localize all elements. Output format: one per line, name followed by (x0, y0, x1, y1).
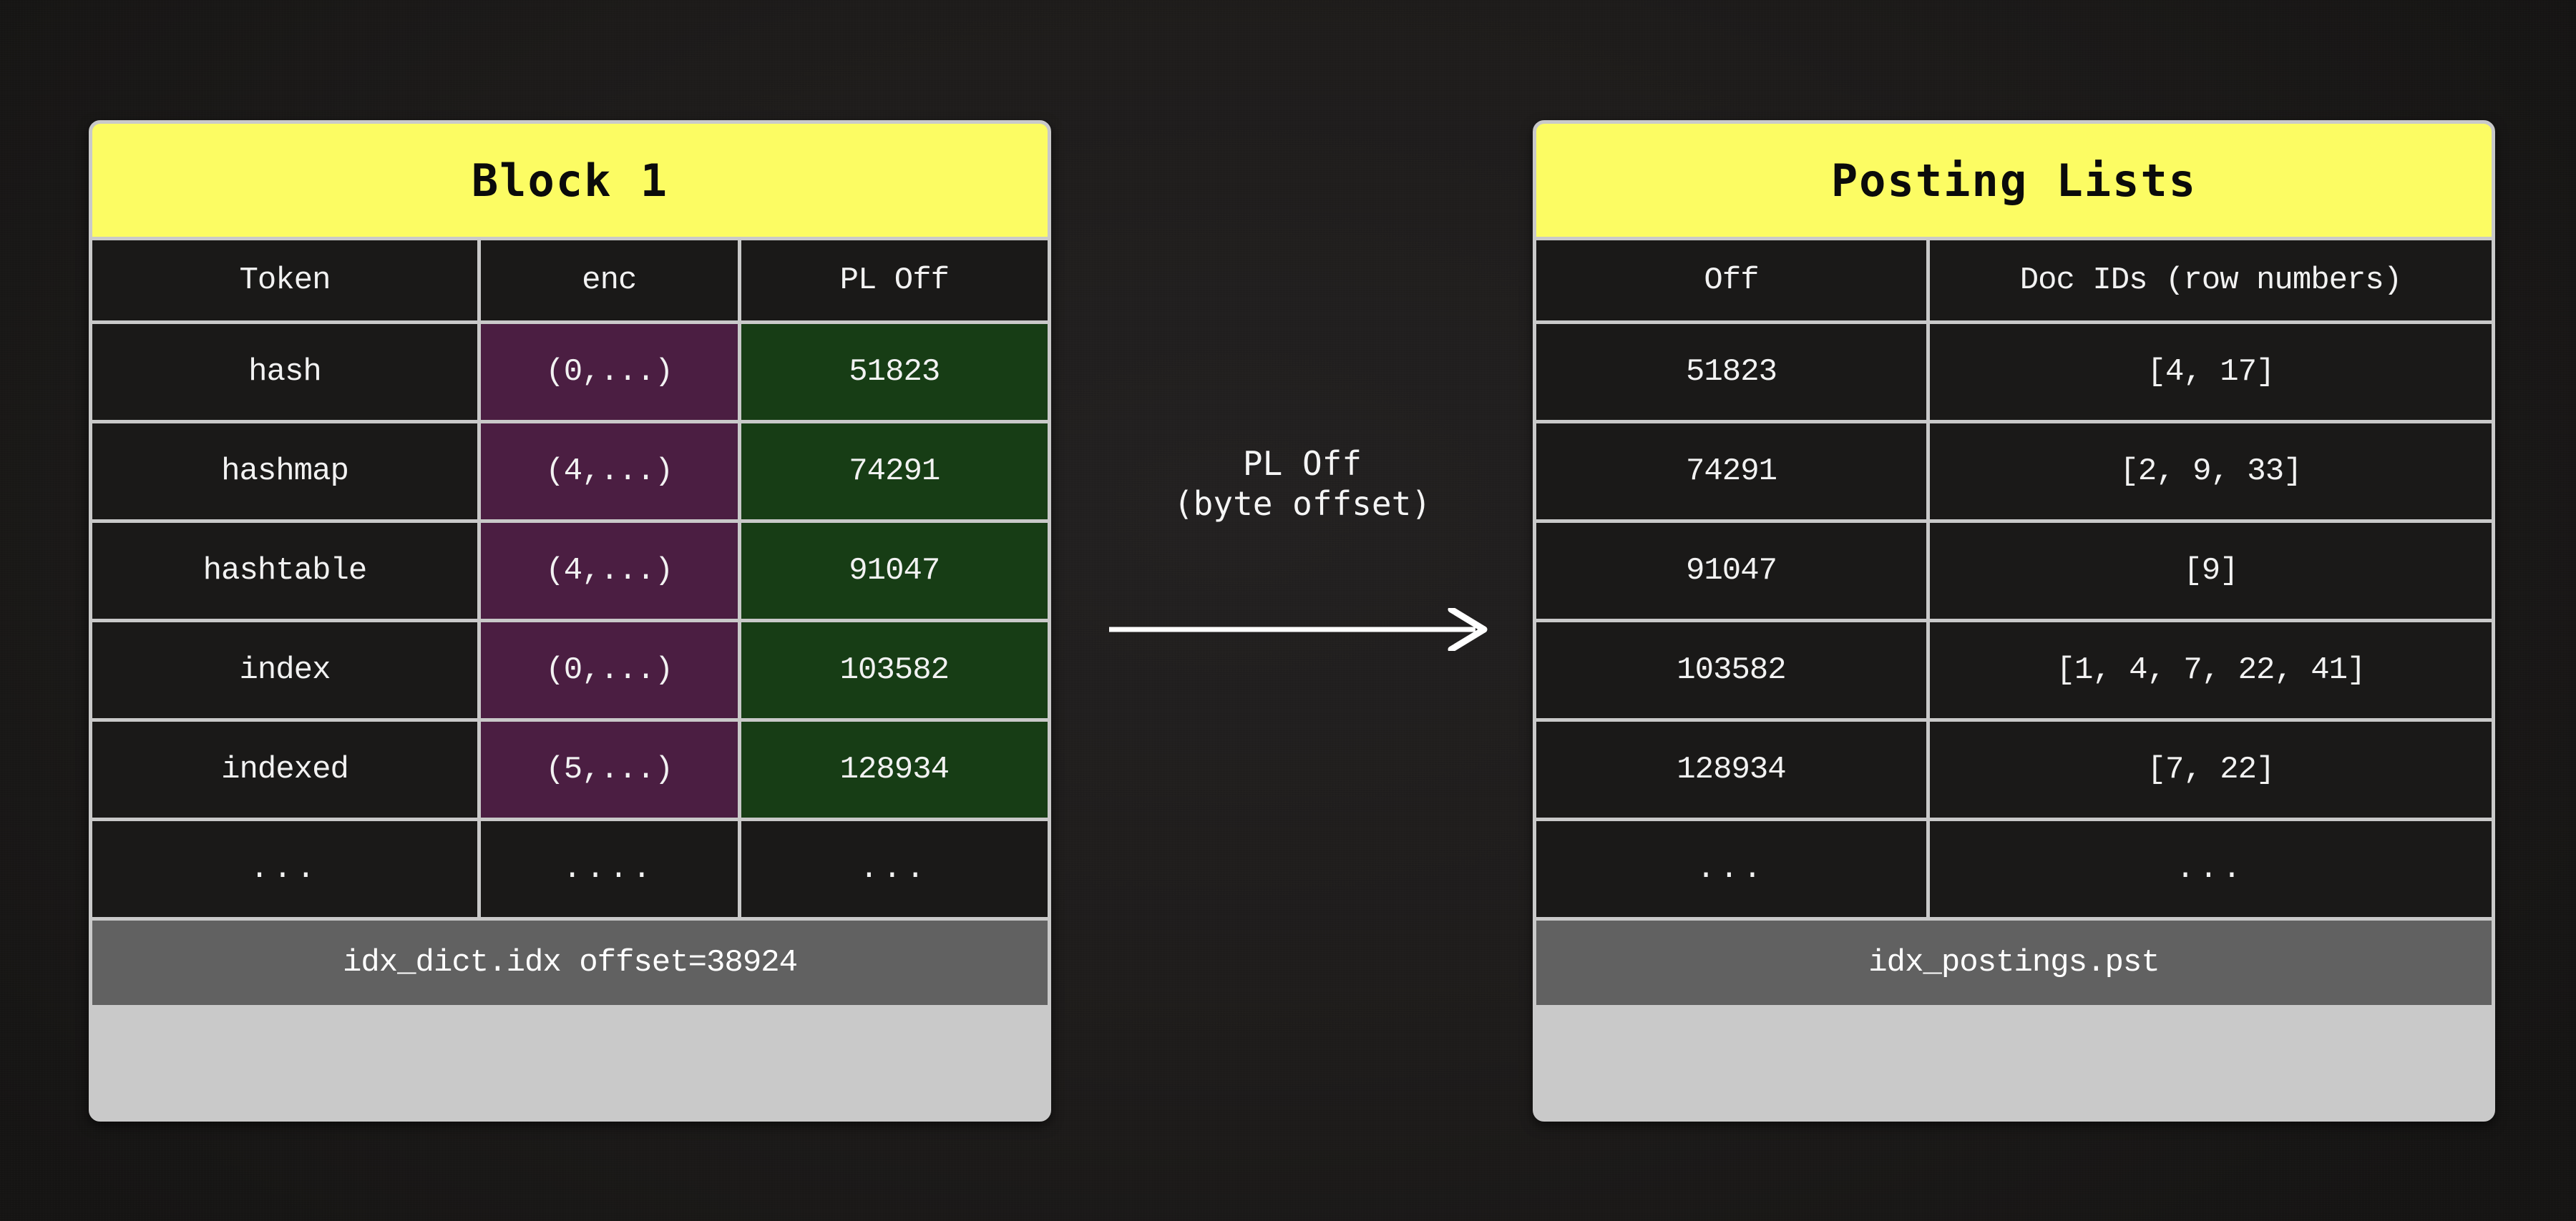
table-header-row: Token enc PL Off (92, 240, 1048, 320)
off-cell: 103582 (1536, 622, 1926, 718)
enc-cell: (5,...) (480, 722, 738, 818)
dictionary-file-footer: idx_dict.idx offset=38924 (92, 921, 1048, 1005)
enc-cell: (4,...) (480, 423, 738, 519)
off-cell: 74291 (1536, 423, 1926, 519)
doc-ids-cell: [2, 9, 33] (1930, 423, 2492, 519)
enc-cell: (4,...) (480, 523, 738, 619)
pl-off-cell: 103582 (741, 622, 1048, 718)
connector-group: PL Off (byte offset) (1088, 443, 1517, 658)
column-header-token: Token (92, 240, 477, 320)
enc-cell: (0,...) (480, 622, 738, 718)
token-cell: hashtable (92, 523, 477, 619)
token-ellipsis: ... (92, 821, 477, 917)
pl-off-ellipsis: ... (741, 821, 1048, 917)
doc-ids-ellipsis: ... (1930, 821, 2492, 917)
off-cell: 91047 (1536, 523, 1926, 619)
table-row: 74291 [2, 9, 33] (1536, 423, 2492, 519)
column-header-doc-ids: Doc IDs (row numbers) (1930, 240, 2492, 320)
table-row: hashmap (4,...) 74291 (92, 423, 1048, 519)
arrow-right-icon (1109, 608, 1488, 651)
table-row: hash (0,...) 51823 (92, 324, 1048, 420)
table-row: 128934 [7, 22] (1536, 722, 2492, 818)
table-header-row: Off Doc IDs (row numbers) (1536, 240, 2492, 320)
token-cell: index (92, 622, 477, 718)
panel-title-posting-lists: Posting Lists (1536, 124, 2492, 237)
table-row: indexed (5,...) 128934 (92, 722, 1048, 818)
pl-off-cell: 128934 (741, 722, 1048, 818)
connector-label-line-1: PL Off (1242, 444, 1362, 483)
column-header-enc: enc (480, 240, 738, 320)
doc-ids-cell: [1, 4, 7, 22, 41] (1930, 622, 2492, 718)
table-row: 91047 [9] (1536, 523, 2492, 619)
off-cell: 51823 (1536, 324, 1926, 420)
table-row: hashtable (4,...) 91047 (92, 523, 1048, 619)
pl-off-cell: 74291 (741, 423, 1048, 519)
off-ellipsis: ... (1536, 821, 1926, 917)
table-row: 51823 [4, 17] (1536, 324, 2492, 420)
token-cell: hashmap (92, 423, 477, 519)
panel-title-block-1: Block 1 (92, 124, 1048, 237)
connector-label: PL Off (byte offset) (1088, 443, 1517, 524)
doc-ids-cell: [4, 17] (1930, 324, 2492, 420)
pl-off-cell: 91047 (741, 523, 1048, 619)
posting-lists-table: Off Doc IDs (row numbers) 51823 [4, 17] … (1536, 240, 2492, 917)
connector-label-line-2: (byte offset) (1173, 484, 1432, 524)
table-row: index (0,...) 103582 (92, 622, 1048, 718)
doc-ids-cell: [7, 22] (1930, 722, 2492, 818)
posting-lists-panel: Posting Lists Off Doc IDs (row numbers) … (1533, 120, 2495, 1122)
table-row-ellipsis: ... ... (1536, 821, 2492, 917)
token-cell: hash (92, 324, 477, 420)
enc-ellipsis: .... (480, 821, 738, 917)
token-cell: indexed (92, 722, 477, 818)
dictionary-table: Token enc PL Off hash (0,...) 51823 hash… (92, 240, 1048, 917)
column-header-off: Off (1536, 240, 1926, 320)
table-row: 103582 [1, 4, 7, 22, 41] (1536, 622, 2492, 718)
block-dictionary-panel: Block 1 Token enc PL Off hash (0,...) 51… (89, 120, 1051, 1122)
column-header-pl-off: PL Off (741, 240, 1048, 320)
pl-off-cell: 51823 (741, 324, 1048, 420)
off-cell: 128934 (1536, 722, 1926, 818)
enc-cell: (0,...) (480, 324, 738, 420)
table-row-ellipsis: ... .... ... (92, 821, 1048, 917)
postings-file-footer: idx_postings.pst (1536, 921, 2492, 1005)
doc-ids-cell: [9] (1930, 523, 2492, 619)
